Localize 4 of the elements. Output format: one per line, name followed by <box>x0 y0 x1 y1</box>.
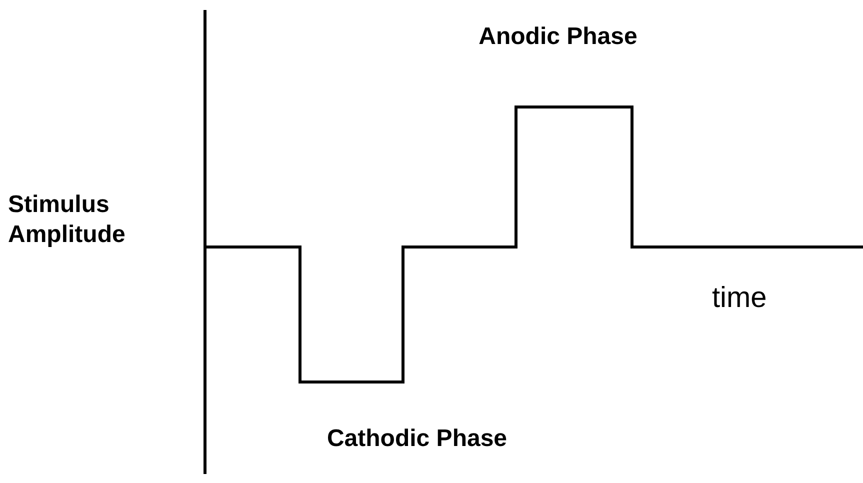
phase-label: Anodic Phase <box>478 22 638 52</box>
axis-label: Stimulus Amplitude <box>8 190 126 250</box>
axis-label: time <box>712 281 768 316</box>
phase-label: Cathodic Phase <box>326 424 508 454</box>
